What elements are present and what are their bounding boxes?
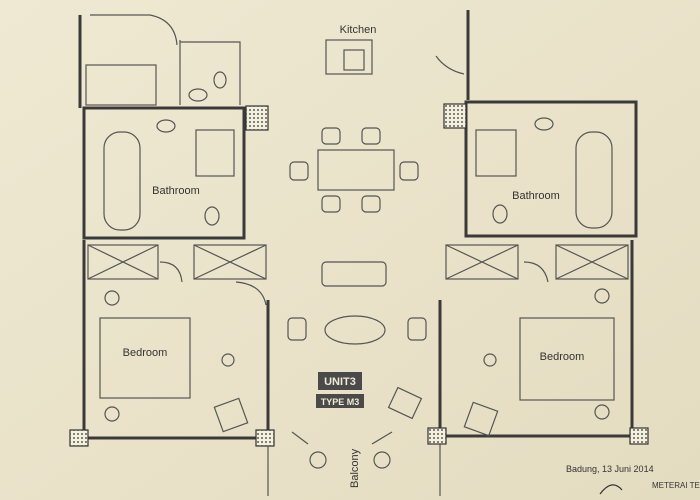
- unit-number: UNIT3: [324, 376, 356, 388]
- left-column: [245, 105, 269, 131]
- left-wardrobe-2: [193, 244, 267, 280]
- dining-chair-6: [399, 161, 419, 181]
- balcony-stool-2: [373, 451, 391, 469]
- left-wardrobe-1-cross: [87, 244, 159, 280]
- kitchen-counter: [325, 39, 373, 75]
- right-lamp-icon: [483, 353, 497, 367]
- dining-chair-5: [289, 161, 309, 181]
- right-bedroom-door-swing: [523, 261, 549, 283]
- dining-chair-1: [321, 127, 341, 145]
- right-wardrobe-1: [445, 244, 519, 280]
- right-balcony-column: [427, 427, 447, 445]
- left-nightstand-2: [104, 406, 120, 422]
- unit-badge: [318, 372, 362, 390]
- right-toilet-icon: [492, 204, 508, 224]
- right-bathroom-label: Bathroom: [512, 190, 560, 202]
- dining-chair-2: [361, 127, 381, 145]
- left-nightstand-1: [104, 290, 120, 306]
- left-balcony-column: [255, 429, 275, 447]
- left-lamp-icon: [221, 353, 235, 367]
- left-wardrobe-2-cross: [193, 244, 267, 280]
- signature-date: Badung, 13 Juni 2014: [566, 464, 654, 474]
- right-shower-icon: [475, 129, 517, 177]
- balcony-chair-icon: [387, 386, 423, 420]
- right-bathroom-walls: [464, 100, 638, 238]
- left-unit: Bathroom Bedroom: [69, 14, 275, 496]
- dining-table-icon: [317, 149, 395, 191]
- left-wardrobe-1: [87, 244, 159, 280]
- left-bed-icon: [99, 317, 191, 399]
- right-nightstand-1: [594, 288, 610, 304]
- right-nightstand-2: [594, 404, 610, 420]
- left-bedroom-label: Bedroom: [123, 347, 168, 359]
- sofa-icon: [321, 261, 387, 287]
- right-unit: Bathroom Bedroom: [427, 10, 649, 496]
- left-entry-door-swing: [149, 14, 178, 46]
- lounge-chair-right: [407, 317, 427, 341]
- right-wardrobe-2: [555, 244, 629, 280]
- left-bathroom-walls: [82, 106, 246, 240]
- right-bed-icon: [519, 317, 615, 401]
- left-wc-walls: [179, 40, 241, 105]
- coffee-table-icon: [324, 315, 386, 345]
- left-corner-column: [69, 429, 89, 447]
- right-column: [443, 103, 467, 129]
- dining-chair-4: [361, 195, 381, 213]
- right-wardrobe-2-cross: [555, 244, 629, 280]
- unit-type-badge: [316, 394, 364, 408]
- left-wc-toilet-icon: [213, 71, 227, 89]
- left-wc-sink-icon: [188, 88, 208, 102]
- signature-stroke: [599, 484, 623, 495]
- left-bathroom-label: Bathroom: [152, 185, 200, 197]
- right-corner-column: [629, 427, 649, 445]
- right-entry-door-swing: [435, 55, 465, 75]
- left-basin-icon: [156, 119, 176, 133]
- left-armchair-icon: [213, 397, 249, 433]
- right-bedroom-label: Bedroom: [540, 351, 585, 363]
- left-shower-icon: [195, 129, 235, 177]
- balcony-label: Balcony: [349, 448, 361, 488]
- balcony-door-swings: [291, 431, 393, 445]
- left-toilet-icon: [204, 206, 220, 226]
- left-bathtub-icon: [103, 131, 141, 231]
- balcony-stool-1: [309, 451, 327, 469]
- left-closet: [85, 64, 157, 106]
- unit-type: TYPE M3: [321, 397, 360, 407]
- lounge-chair-left: [287, 317, 307, 341]
- stamp-label: METERAI TEMPEL: [652, 481, 700, 490]
- left-balcony-door-swing: [235, 281, 267, 306]
- right-bathtub-icon: [575, 131, 613, 229]
- stove-icon: [343, 49, 365, 71]
- right-wardrobe-1-cross: [445, 244, 519, 280]
- kitchen-label: Kitchen: [340, 24, 377, 36]
- left-bedroom-door-swing: [159, 261, 183, 283]
- center-common-area: Kitchen UNIT3 TYPE M3 Balcony: [287, 24, 427, 488]
- right-armchair-icon: [463, 401, 499, 437]
- dining-chair-3: [321, 195, 341, 213]
- right-basin-icon: [534, 117, 554, 131]
